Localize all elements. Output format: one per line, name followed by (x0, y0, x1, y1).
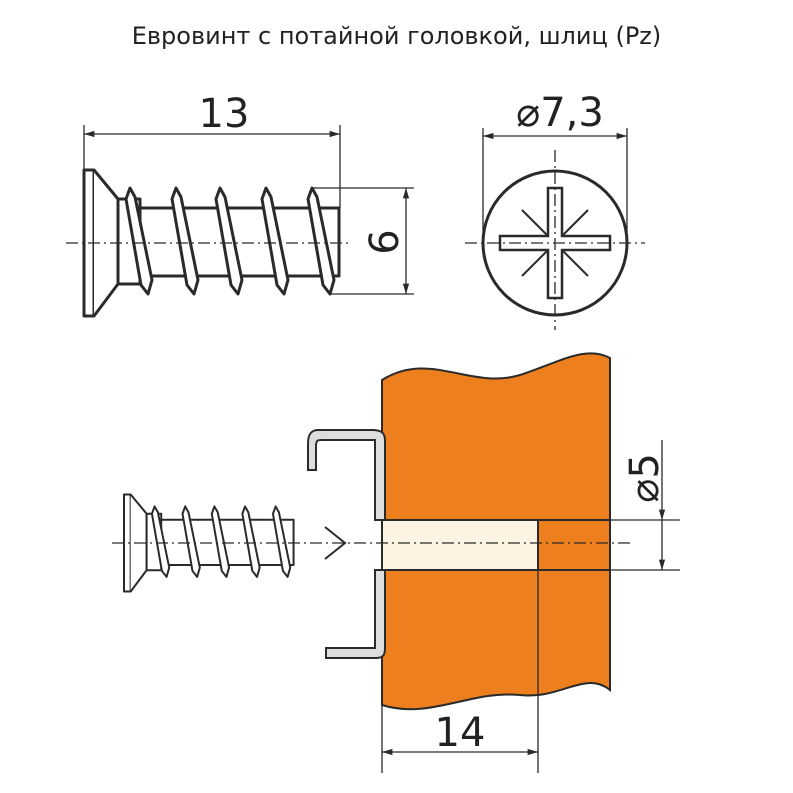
metal-bracket (307, 429, 386, 659)
board-section (381, 352, 611, 773)
length-dimension (83, 125, 341, 208)
thread-label: 6 (362, 229, 408, 254)
hole-diameter-label: ⌀5 (622, 453, 668, 503)
insert-arrow-icon (324, 526, 347, 560)
length-label: 13 (199, 91, 250, 137)
thread-dimension (312, 187, 414, 295)
hole-diameter-dimension (610, 440, 680, 571)
hole-depth-label: 14 (435, 710, 486, 756)
diagram-title: Евровинт с потайной головкой, шлиц (Pz) (131, 22, 662, 50)
screw-side-view (66, 170, 352, 316)
screw-head-top-view (465, 128, 645, 330)
head-diameter-label: ⌀7,3 (516, 90, 604, 136)
hole-depth-dimension (381, 705, 538, 773)
